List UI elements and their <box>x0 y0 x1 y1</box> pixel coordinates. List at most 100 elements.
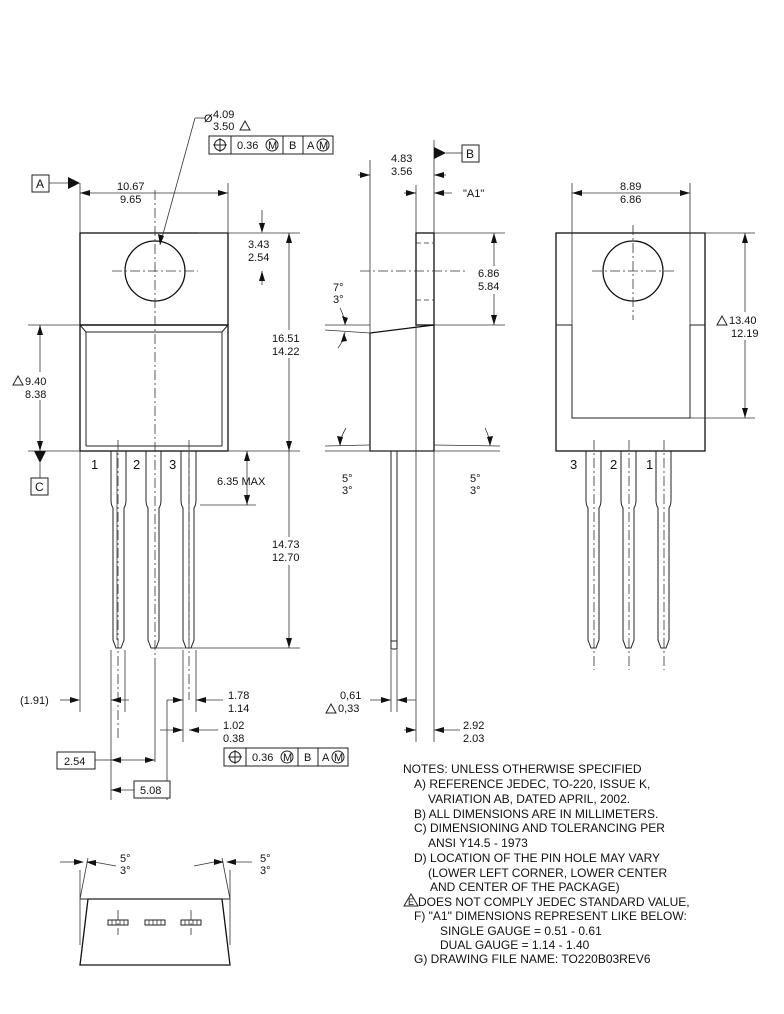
standoff-max: 2.92 <box>463 720 484 732</box>
lead-width-max: 1.78 <box>228 690 249 702</box>
note-line: A) REFERENCE JEDEC, TO-220, ISSUE K, <box>414 777 650 791</box>
front-tab <box>79 232 229 326</box>
note-e-triangle-icon <box>239 119 251 131</box>
datum-c-box <box>30 477 49 496</box>
hole-dia-symbol: Ø <box>204 113 213 125</box>
bottom-angle-right: 5° <box>260 853 271 865</box>
angle-top-2: 3° <box>333 294 344 306</box>
note-line: AND CENTER OF THE PACKAGE) <box>430 880 620 894</box>
note-line: G) DRAWING FILE NAME: TO220B03REV6 <box>414 952 651 966</box>
back-pin-2-label: 2 <box>610 457 617 472</box>
fcf-bottom-datum1: B <box>304 752 311 764</box>
bottom-angle-left-2: 3° <box>120 865 131 877</box>
span-label: 5.08 <box>140 785 161 797</box>
fcf-bottom-tolerance: 0.36 <box>252 752 273 764</box>
note-line: D) LOCATION OF THE PIN HOLE MAY VARY <box>414 851 660 865</box>
lead-section-3 <box>180 910 202 935</box>
bottom-angle-left: 5° <box>120 853 131 865</box>
note-line: B) ALL DIMENSIONS ARE IN MILLIMETERS. <box>414 807 658 821</box>
span-box <box>133 780 171 799</box>
side-view: B 4.83 3.56 "A1" 6.86 5.84 7° 3° <box>324 140 512 745</box>
datum-b-box <box>461 144 480 163</box>
lead-th-max: 0,61 <box>340 690 361 702</box>
pitch-label: 2.54 <box>64 756 85 768</box>
front-width-max: 10.67 <box>117 181 145 193</box>
standoff-min: 2.03 <box>463 733 484 745</box>
height-min: 14.22 <box>272 346 300 358</box>
angle-top: 7° <box>333 282 344 294</box>
back-pin-3-label: 3 <box>570 457 577 472</box>
back-outline <box>555 232 706 452</box>
mmc-icon <box>316 138 330 152</box>
fcf-top-datum2: A <box>307 140 315 152</box>
fcf-bottom: 0.36 M B A M <box>223 747 349 767</box>
back-view: 8.89 6.86 13.40 12.19 3 2 1 <box>555 181 766 670</box>
hole-dia-max: 4.09 <box>213 109 234 121</box>
note-line: F) "A1" DIMENSIONS REPRESENT LIKE BELOW: <box>414 909 687 923</box>
side-lead <box>390 450 398 642</box>
note-line: NOTES: UNLESS OTHERWISE SPECIFIED <box>403 762 642 776</box>
a1-label: "A1" <box>463 188 484 200</box>
note-line: DOES NOT COMPLY JEDEC STANDARD VALUE, <box>418 895 690 909</box>
note-line: DUAL GAUGE = 1.14 - 1.40 <box>440 938 590 952</box>
shoulder-label: 6.35 MAX <box>217 476 266 488</box>
front-pin-1-label: 1 <box>91 457 98 472</box>
lead-thk-min: 0.38 <box>223 733 244 745</box>
note-e-letter: E <box>408 897 414 907</box>
note-line: SINGLE GAUGE = 0.51 - 0.61 <box>440 924 602 938</box>
datum-c-label: C <box>35 480 44 494</box>
datum-b-label: B <box>466 147 474 161</box>
tab-hole-min: 2.54 <box>248 252 269 264</box>
lead-length-min: 12.70 <box>272 552 300 564</box>
angle-right: 5° <box>470 473 481 485</box>
note-e-triangle-icon <box>716 314 728 326</box>
fcf-top: 0.36 M B A M <box>208 135 334 155</box>
lead-section-2 <box>144 919 166 926</box>
fcf-bottom-datum2-modifier: M <box>334 752 343 764</box>
datum-a-label: A <box>36 177 44 191</box>
angle-left-2: 3° <box>342 485 353 497</box>
datum-a-box <box>31 174 50 193</box>
pitch-box <box>56 751 96 770</box>
fcf-top-tolerance: 0.36 <box>237 140 258 152</box>
tab-hole-max: 3.43 <box>248 239 269 251</box>
note-e-triangle-icon <box>325 702 337 714</box>
fcf-top-modifier: M <box>268 140 277 152</box>
front-pin-3-label: 3 <box>169 457 176 472</box>
note-line: ANSI Y14.5 - 1973 <box>428 836 528 850</box>
side-thickness-max: 4.83 <box>391 153 412 165</box>
mmc-icon <box>331 750 345 764</box>
lead-length-max: 14.73 <box>272 539 300 551</box>
ref-191: (1.91) <box>20 695 49 707</box>
front-leads <box>110 440 197 740</box>
back-width-min: 6.86 <box>620 194 641 206</box>
lead-thk-max: 1.02 <box>223 720 244 732</box>
note-e-triangle-icon <box>12 374 24 386</box>
angle-left: 5° <box>342 473 353 485</box>
angle-right-2: 3° <box>470 485 481 497</box>
bottom-angle-right-2: 3° <box>260 865 271 877</box>
side-tab-min: 5.84 <box>478 281 499 293</box>
fcf-top-datum2-modifier: M <box>319 140 328 152</box>
back-height-min: 12.19 <box>731 328 759 340</box>
notes-block: NOTES: UNLESS OTHERWISE SPECIFIED A) REF… <box>403 762 690 966</box>
back-width-max: 8.89 <box>620 181 641 193</box>
fcf-bottom-modifier: M <box>283 752 292 764</box>
mmc-icon <box>265 138 279 152</box>
body-height-max: 9.40 <box>25 376 46 388</box>
note-e-triangle-icon <box>403 893 419 907</box>
front-view: 1 2 3 A 10.67 9.65 Ø 4.09 3.50 0.36 <box>10 109 349 800</box>
height-max: 16.51 <box>272 333 300 345</box>
note-line: C) DIMENSIONING AND TOLERANCING PER <box>414 821 665 835</box>
bottom-view: 5° 3° 5° 3° <box>60 853 271 966</box>
mmc-icon <box>280 750 294 764</box>
front-body <box>79 324 229 452</box>
hole-dia-min: 3.50 <box>213 121 234 133</box>
side-thickness-min: 3.56 <box>391 166 412 178</box>
side-tab <box>415 232 435 326</box>
fcf-bottom-datum2: A <box>322 752 330 764</box>
lead-th-min: 0,33 <box>338 703 359 715</box>
back-pin-1-label: 1 <box>646 457 653 472</box>
lead-width-min: 1.14 <box>228 703 249 715</box>
